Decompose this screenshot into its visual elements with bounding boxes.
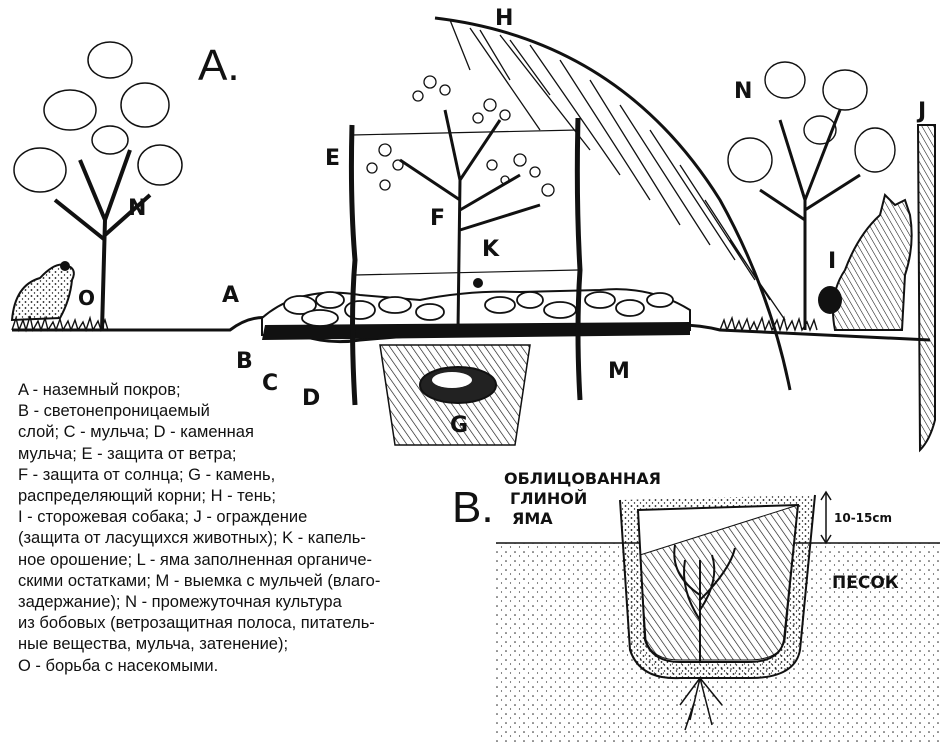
caption-line: слой; C - мульча; D - каменная: [18, 423, 254, 442]
caption-line: F - защита от солнца; G - камень,: [18, 465, 276, 484]
pit-label-line-2: ГЛИНОЙ: [510, 489, 587, 508]
caption-line: O - борьба с насекомыми.: [18, 656, 219, 675]
organic-pit: [379, 344, 531, 446]
sand-label: ПЕСОК: [832, 573, 899, 593]
panel-a-labels: A. A B C D E F G H I J K M N N O: [78, 6, 926, 438]
caption-line: ное орошение; L - яма заполненная органи…: [18, 550, 373, 569]
label-J: J: [916, 99, 926, 124]
caption-line: (защита от ласущихся животных); K - капе…: [18, 529, 366, 548]
label-N-left: N: [128, 196, 146, 221]
pit-fill-hatched: [639, 504, 799, 661]
left-legume-tree: [13, 41, 183, 331]
label-F: F: [430, 206, 445, 231]
wind-posts: [348, 117, 583, 406]
drip-emitter: [473, 278, 483, 288]
palm-frond-shade: [434, 16, 792, 391]
plant-in-pit: [673, 544, 736, 731]
label-N-right: N: [734, 79, 752, 104]
shade-cloth-top: [351, 129, 579, 136]
panel-b-scene: [496, 490, 940, 743]
label-C: C: [262, 371, 278, 396]
grass-right: [719, 315, 818, 333]
caption-line: I - сторожевая собака; J - ограждение: [18, 508, 308, 527]
panel-a-title: A.: [198, 41, 240, 90]
label-A: A: [222, 283, 239, 308]
label-M: M: [608, 359, 630, 384]
depth-label: 10-15cm: [834, 511, 892, 525]
caption-line: распределяющий корни; H - тень;: [18, 487, 276, 506]
panel-a-scene: [10, 16, 936, 453]
right-legume-tree: [727, 61, 896, 330]
panel-b-labels: B. ОБЛИЦОВАННАЯ ГЛИНОЙ ЯМА ПЕСОК 10-15cm: [452, 469, 899, 593]
label-D: D: [302, 386, 320, 411]
caption-line: задержание); N - промежуточная культура: [18, 593, 342, 612]
label-I: I: [828, 249, 836, 274]
guinea-fowl: [10, 261, 75, 322]
label-H: H: [495, 6, 513, 31]
caption-line: B - светонепроницаемый: [18, 402, 210, 421]
caption-line: мульча; E - защита от ветра;: [18, 444, 237, 463]
guard-dog: [818, 193, 913, 331]
label-E: E: [325, 146, 340, 171]
stone-mulch-bed: [261, 288, 691, 340]
depth-marker: [820, 490, 832, 545]
fence-post: [916, 124, 936, 453]
panel-b-title: B.: [452, 483, 494, 532]
pit-label-line-1: ОБЛИЦОВАННАЯ: [504, 469, 661, 488]
caption-line: скими остатками; M - выемка с мульчей (в…: [18, 571, 381, 590]
central-sapling: [366, 75, 555, 331]
label-K: K: [482, 237, 500, 262]
caption-line: из бобовых (ветрозащитная полоса, питате…: [18, 614, 375, 633]
label-O: O: [78, 286, 95, 310]
label-G: G: [450, 413, 468, 438]
caption-line: A - наземный покров;: [18, 381, 181, 399]
pit-label-line-3: ЯМА: [512, 509, 553, 528]
label-B: B: [236, 349, 253, 374]
legend-caption: A - наземный покров; B - светонепроницае…: [18, 380, 468, 677]
caption-line: ные вещества, мульча, затенение);: [18, 635, 289, 654]
shade-cloth-bottom: [354, 269, 579, 276]
